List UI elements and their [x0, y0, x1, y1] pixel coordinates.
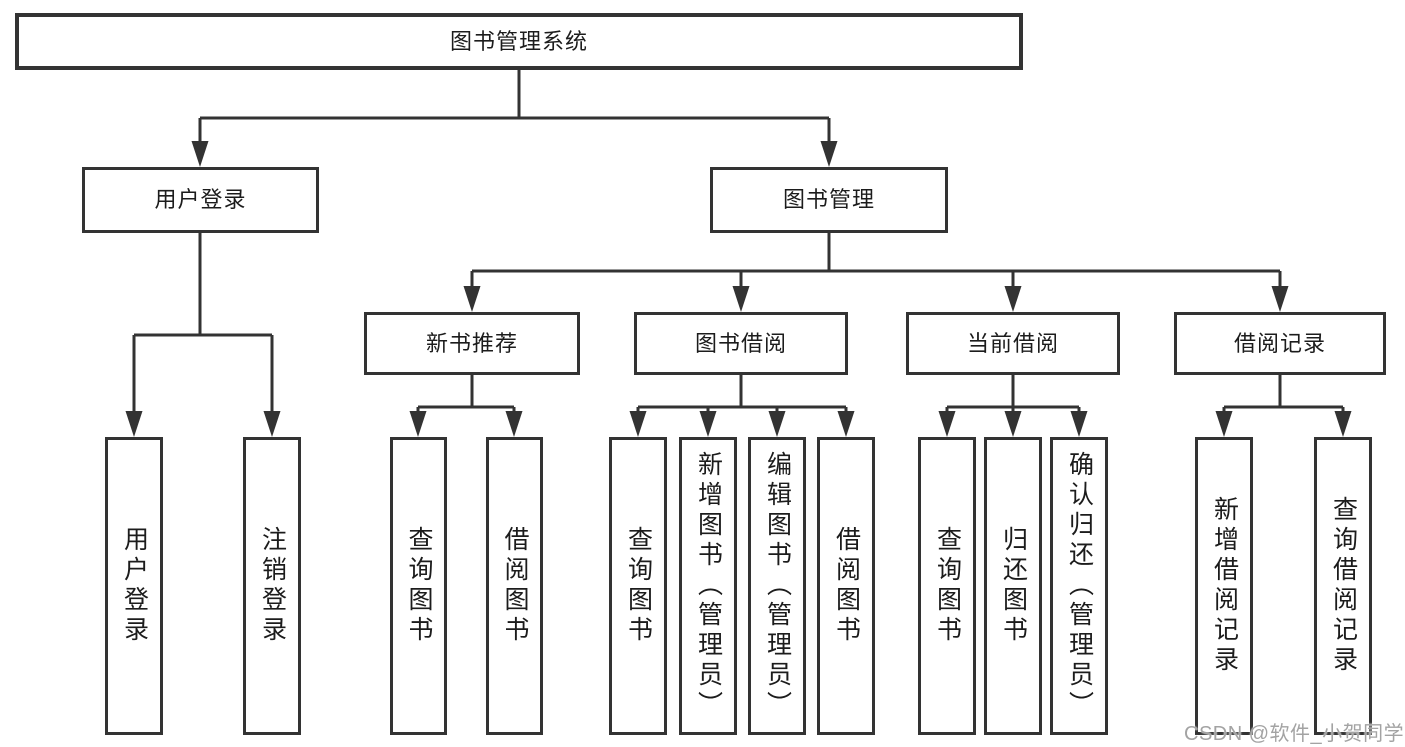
node-label-leaf-edit-books-admin: 编辑图书（管理员）: [763, 451, 792, 721]
arrow-down-icon: [732, 286, 750, 312]
node-label-leaf-add-borrow-record: 新增借阅记录: [1210, 496, 1239, 676]
arrow-down-icon: [505, 411, 523, 437]
node-leaf-query-borrow-record: 查询借阅记录: [1314, 437, 1372, 735]
connector-from-borrowing-records: [1222, 375, 1345, 429]
arrow-down-icon: [1334, 411, 1352, 437]
arrow-down-icon: [125, 411, 143, 437]
connector-from-user-login-module: [132, 233, 274, 429]
node-label-leaf-return-books: 归还图书: [999, 526, 1028, 646]
connector-from-new-book-recommend: [416, 375, 516, 429]
node-label-book-borrowing: 图书借阅: [694, 330, 787, 356]
node-leaf-user-login: 用户登录: [105, 437, 163, 735]
node-label-current-borrowing: 当前借阅: [966, 330, 1059, 356]
node-label-leaf-query-books-1: 查询图书: [405, 526, 433, 646]
node-label-borrowing-records: 借阅记录: [1233, 330, 1326, 356]
connector-from-book-management-module: [470, 233, 1282, 304]
node-user-login-module: 用户登录: [82, 167, 319, 233]
node-borrowing-records: 借阅记录: [1174, 312, 1386, 375]
node-label-leaf-add-books-admin: 新增图书（管理员）: [694, 451, 723, 721]
node-current-borrowing: 当前借阅: [906, 312, 1120, 375]
arrow-down-icon: [768, 411, 786, 437]
node-book-borrowing: 图书借阅: [634, 312, 848, 375]
node-label-leaf-query-books-2: 查询图书: [624, 526, 653, 646]
node-label-leaf-borrow-books-2: 借阅图书: [832, 526, 861, 646]
arrow-down-icon: [1070, 411, 1088, 437]
node-leaf-borrow-books-2: 借阅图书: [817, 437, 875, 735]
arrow-down-icon: [263, 411, 281, 437]
node-book-management-module: 图书管理: [710, 167, 948, 233]
arrow-down-icon: [938, 411, 956, 437]
connector-from-system-root: [198, 70, 831, 159]
connector-from-book-borrowing: [636, 375, 848, 429]
node-leaf-borrow-books-1: 借阅图书: [486, 437, 543, 735]
node-leaf-query-books-1: 查询图书: [390, 437, 447, 735]
arrow-down-icon: [1004, 411, 1022, 437]
node-leaf-query-books-3: 查询图书: [918, 437, 976, 735]
node-system-root: 图书管理系统: [15, 13, 1023, 70]
node-label-system-root: 图书管理系统: [449, 28, 588, 54]
node-new-book-recommend: 新书推荐: [364, 312, 580, 375]
node-leaf-confirm-return: 确认归还（管理员）: [1050, 437, 1108, 735]
arrow-down-icon: [191, 141, 209, 167]
node-label-leaf-user-login: 用户登录: [120, 526, 149, 646]
node-leaf-logout: 注销登录: [243, 437, 301, 735]
node-leaf-add-books-admin: 新增图书（管理员）: [679, 437, 737, 735]
node-label-leaf-query-books-3: 查询图书: [933, 526, 962, 646]
arrow-down-icon: [629, 411, 647, 437]
node-label-leaf-borrow-books-1: 借阅图书: [501, 526, 529, 646]
arrow-down-icon: [837, 411, 855, 437]
arrow-down-icon: [820, 141, 838, 167]
node-leaf-add-borrow-record: 新增借阅记录: [1195, 437, 1253, 735]
arrow-down-icon: [1271, 286, 1289, 312]
node-label-leaf-query-borrow-record: 查询借阅记录: [1329, 496, 1358, 676]
arrow-down-icon: [1215, 411, 1233, 437]
node-label-user-login-module: 用户登录: [154, 187, 247, 212]
node-label-book-management-module: 图书管理: [782, 187, 875, 212]
arrow-down-icon: [463, 286, 481, 312]
arrow-down-icon: [699, 411, 717, 437]
node-leaf-edit-books-admin: 编辑图书（管理员）: [748, 437, 806, 735]
node-label-new-book-recommend: 新书推荐: [425, 330, 518, 356]
node-leaf-query-books-2: 查询图书: [609, 437, 667, 735]
node-label-leaf-confirm-return: 确认归还（管理员）: [1065, 451, 1094, 721]
watermark-text: CSDN @软件_小贺同学: [1184, 723, 1405, 745]
arrow-down-icon: [409, 411, 427, 437]
node-leaf-return-books: 归还图书: [984, 437, 1042, 735]
node-label-leaf-logout: 注销登录: [258, 526, 287, 646]
arrow-down-icon: [1004, 286, 1022, 312]
